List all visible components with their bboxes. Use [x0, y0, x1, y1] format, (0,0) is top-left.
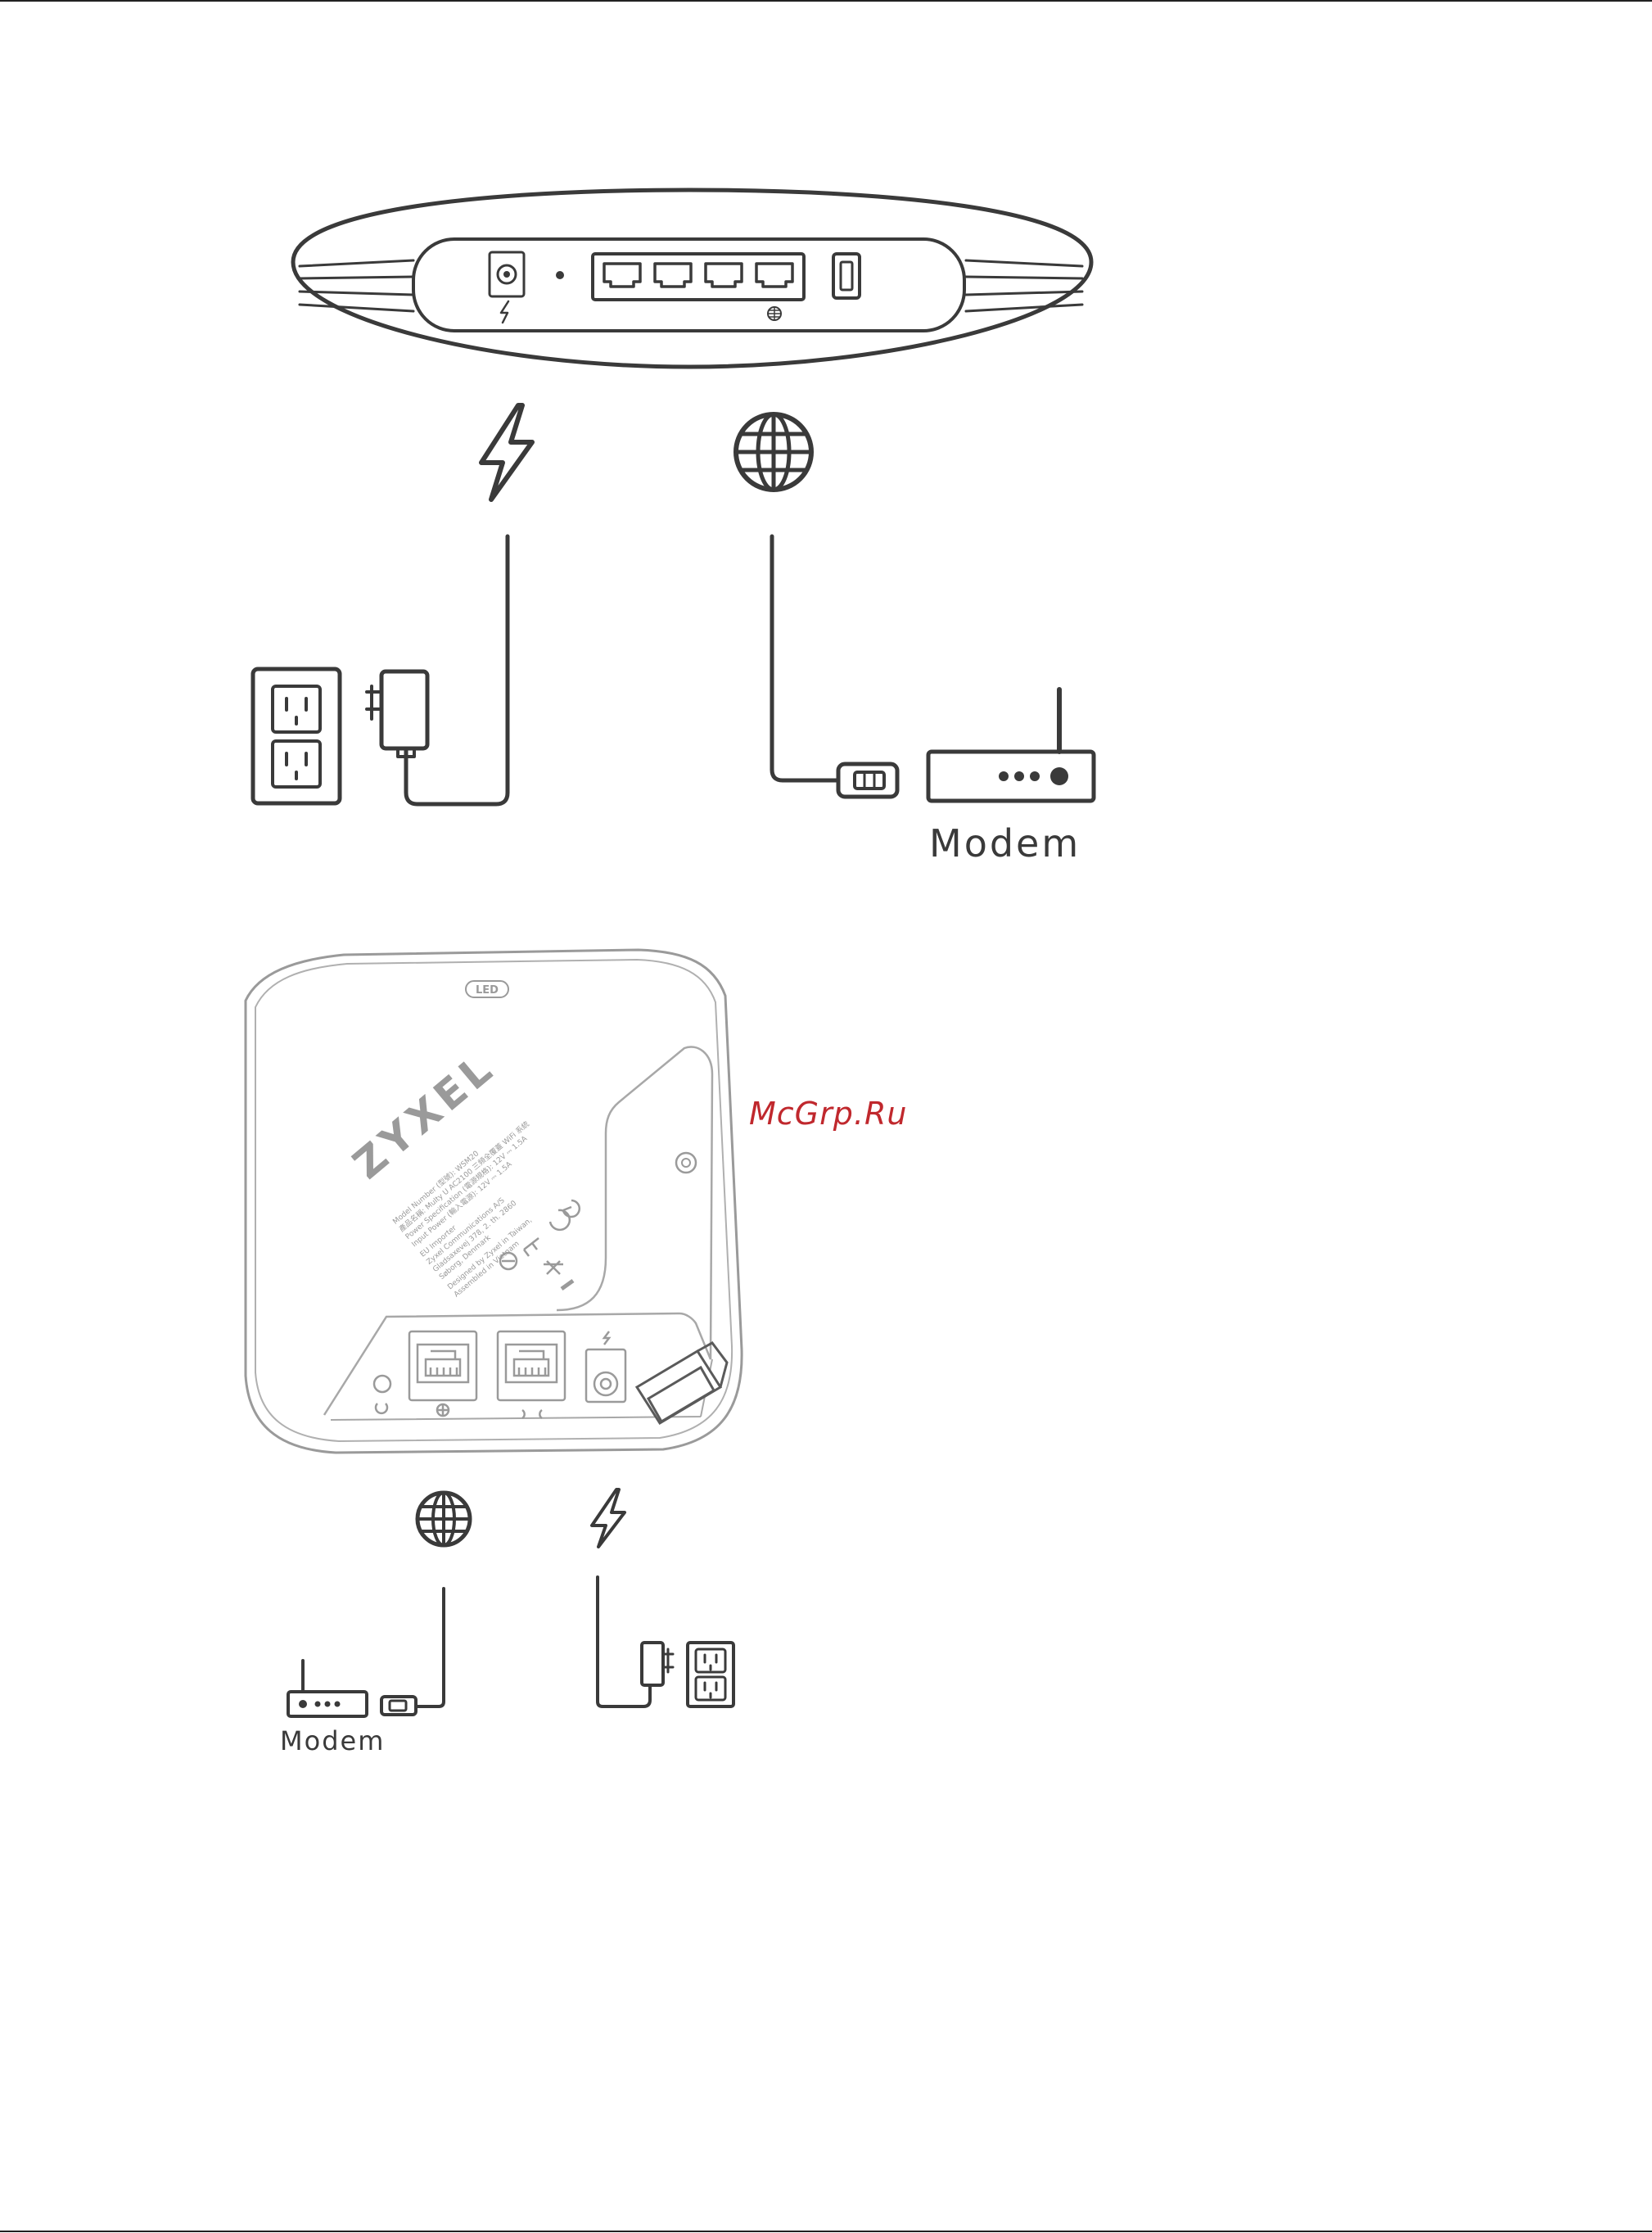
usb-port — [833, 254, 860, 298]
reset-pinhole — [556, 271, 564, 279]
modem-label-2: Modem — [280, 1725, 385, 1756]
rj45-plug — [838, 764, 897, 797]
wall-outlet — [253, 669, 340, 803]
wall-outlet-2 — [688, 1643, 733, 1706]
internet-globe-icon — [736, 414, 811, 490]
modem-label: Modem — [929, 821, 1081, 866]
led-indicator: LED — [466, 981, 508, 997]
internet-globe-icon-2 — [418, 1493, 470, 1545]
watermark: McGrp.Ru — [749, 1096, 907, 1132]
modem-icon — [928, 689, 1094, 801]
power-adapter — [367, 671, 427, 757]
mesh-unit-bottom: LED ZYXEL Model Number (型號): WSM20 產品名稱:… — [246, 950, 742, 1453]
led-label: LED — [476, 984, 499, 997]
modem-icon-2 — [288, 1661, 367, 1716]
wan-globe-marker — [768, 307, 781, 320]
power-adapter-2 — [642, 1643, 673, 1685]
ethernet-cable — [772, 536, 838, 780]
power-icon — [481, 405, 532, 499]
rj45-plug-2 — [381, 1697, 416, 1715]
ethernet-ports — [593, 254, 804, 320]
power-icon-2 — [592, 1489, 625, 1547]
power-jack — [490, 252, 524, 323]
ethernet-cable-2 — [416, 1589, 444, 1706]
lan-wan-ports — [374, 1331, 625, 1418]
cable-clip — [637, 1343, 727, 1423]
